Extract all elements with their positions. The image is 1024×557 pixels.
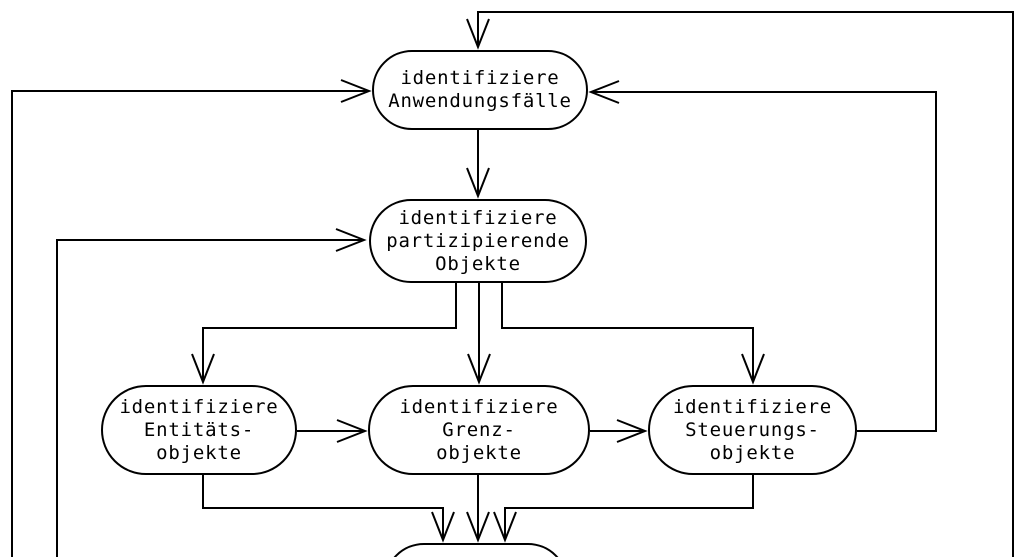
node-label-steuerungs: identifiziere Steuerungs- objekte (672, 395, 833, 464)
edge-feedback-left-into-anwendungsfaelle (11, 79, 372, 557)
node-identifiziere-entitaetsobjekte: identifiziere Entitäts- objekte (101, 385, 297, 475)
node-identifiziere-partizipierende-objekte: identifiziere partizipierende Objekte (369, 199, 587, 283)
edge-feedback-right-into-anwendungsfaelle-top (466, 11, 1014, 557)
node-label-grenz: identifiziere Grenz- objekte (399, 395, 559, 464)
edge-steuerungs-to-anwendungsfaelle (588, 80, 937, 432)
node-bottom-partial (384, 543, 568, 557)
edge-feedback-left-into-partizipierende (56, 228, 367, 557)
edge-steuerungs-to-bottom (493, 475, 754, 543)
edge-entitaets-to-bottom (202, 475, 455, 543)
node-identifiziere-anwendungsfaelle: identifiziere Anwendungsfälle (372, 50, 588, 130)
node-label-partizipierende: identifiziere partizipierende Objekte (386, 206, 570, 275)
edge-partizipierende-to-entitaets (191, 283, 457, 385)
node-identifiziere-grenzobjekte: identifiziere Grenz- objekte (368, 385, 590, 475)
node-label-entitaets: identifiziere Entitäts- objekte (119, 395, 279, 464)
node-identifiziere-steuerungsobjekte: identifiziere Steuerungs- objekte (648, 385, 857, 475)
node-label-anwendungsfaelle: identifiziere Anwendungsfälle (388, 67, 572, 112)
edge-partizipierende-to-steuerungs (501, 283, 765, 385)
